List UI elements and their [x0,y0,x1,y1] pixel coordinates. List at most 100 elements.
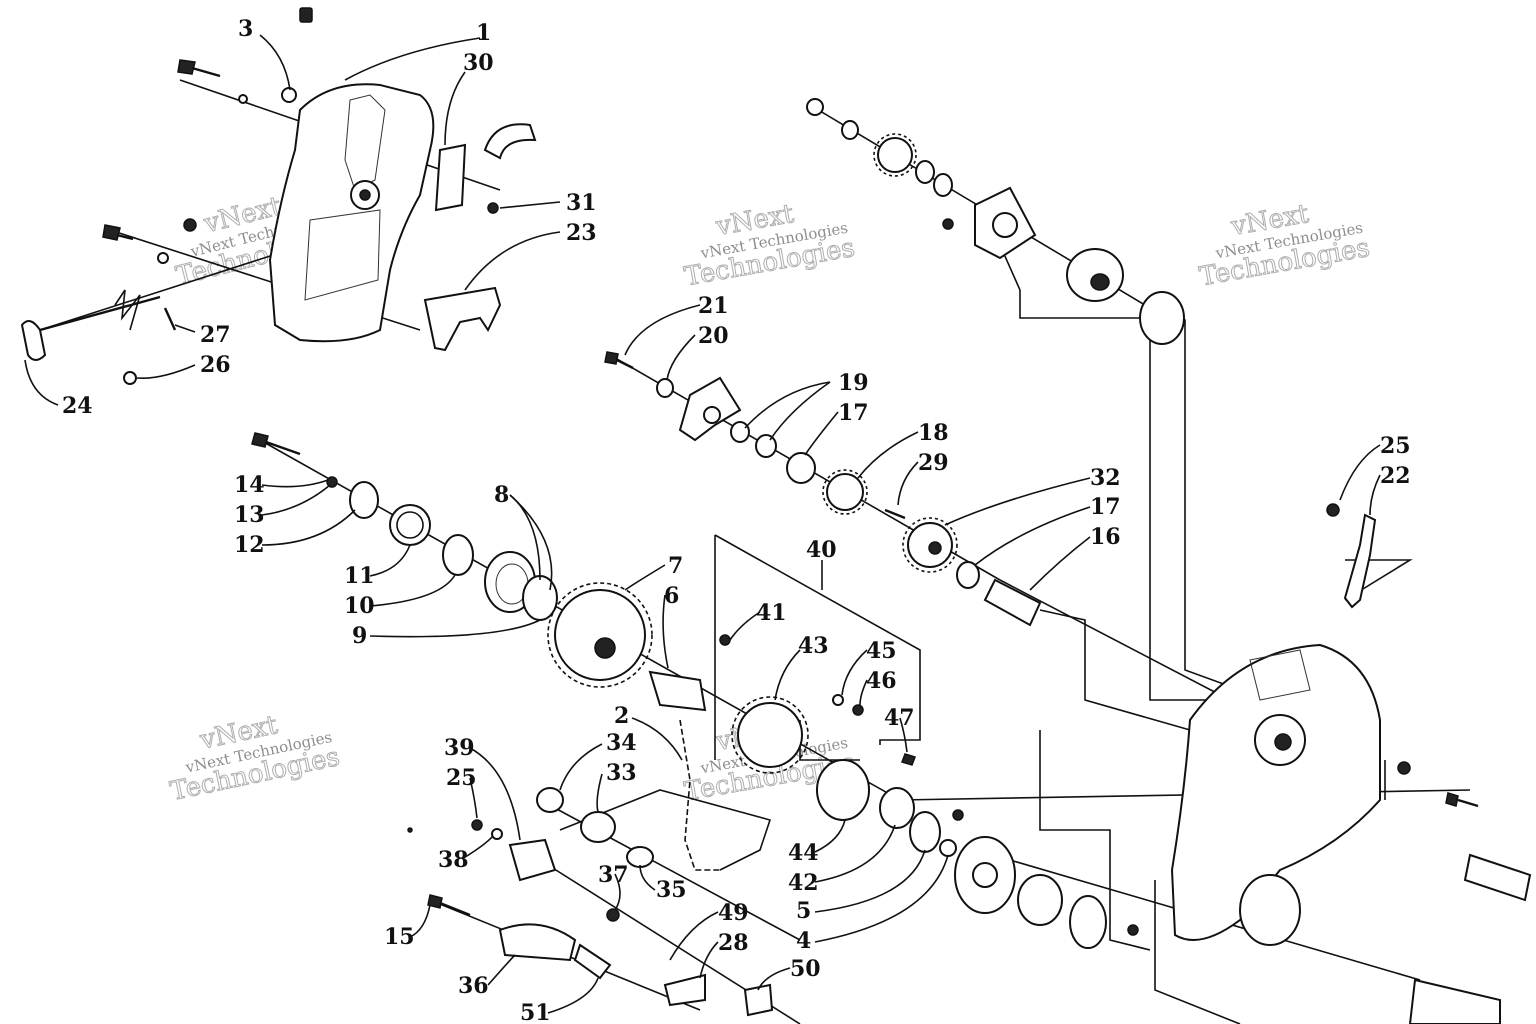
leader-17b [974,506,1091,566]
block-36 [498,923,577,962]
callout-46: 46 [866,668,897,694]
leader-lines [24,34,1381,1014]
flange-hole [992,212,1018,238]
screw-46 [852,704,864,716]
bearing-bore [1090,273,1110,291]
bearing-42 [879,787,915,829]
nut-41 [719,634,731,646]
bolt-15-shank [439,901,471,917]
top-nut [806,98,824,116]
flange-lower-nut [952,809,964,821]
chaincase-bore [1274,733,1292,751]
callout-30: 30 [463,50,494,76]
chain-bracket [559,789,772,871]
callout-41: 41 [756,600,787,626]
callout-36: 36 [458,973,489,999]
gear-43 [737,702,803,768]
callout-27: 27 [200,322,231,348]
callout-1: 1 [476,20,491,46]
leader-13 [261,484,331,516]
bolt-14-shank [265,440,301,456]
leader-28 [699,941,719,979]
cover-slot [344,94,386,191]
plate-44 [816,759,870,821]
gear-18 [826,473,864,511]
output-shaft [1463,853,1532,902]
snap-ring-lower [1069,895,1107,949]
chaincase-cover [268,83,435,343]
leader-19b [769,381,831,441]
callout-39: 39 [444,735,475,761]
bolt-21-shank [616,358,634,370]
roller-33 [580,811,616,843]
callout-49: 49 [718,900,749,926]
ring-10 [442,534,474,576]
lower-shaft [1408,978,1501,1024]
curved-tube [483,123,537,160]
sprocket-teeth [873,133,917,177]
lever-rod [39,295,161,332]
nut-31 [487,202,499,214]
washer-20 [656,378,674,398]
leader-7 [624,564,666,591]
callout-29: 29 [918,450,949,476]
leader-1 [344,37,481,81]
group-bracket-40 [714,534,921,745]
top-washer [841,120,859,140]
snap-ring-top [1139,291,1185,345]
leader-27 [174,324,196,333]
cap-12 [349,481,379,519]
leader-38 [461,835,494,860]
callout-35: 35 [656,877,687,903]
callout-15: 15 [384,924,415,950]
lever-24 [20,320,47,361]
leader-30 [444,71,466,146]
leader-18 [857,431,919,479]
callout-38: 38 [438,847,469,873]
spring-11-inner [396,511,424,539]
callout-4: 4 [796,928,811,954]
leader-25a [469,777,478,819]
leader-45 [841,649,868,696]
leader-5 [814,849,926,913]
leader-3 [259,34,291,91]
leader-8b [509,494,553,591]
flange-nut [942,218,954,230]
nut [183,218,197,232]
bearing-lower [1017,874,1063,926]
chaincase-main [1170,643,1381,941]
callout-19: 19 [838,370,869,396]
sprocket-32-teeth [902,517,958,573]
screw-47 [901,753,916,766]
bolt-15 [427,894,443,909]
leader-34 [559,743,603,791]
cover-boss-hole [359,189,371,201]
bolt-14 [251,432,269,448]
clip-50 [743,983,774,1017]
callout-40: 40 [806,537,837,563]
callout-51: 51 [520,1000,551,1024]
washer [157,252,169,264]
callout-33: 33 [606,760,637,786]
callout-17b: 17 [1090,494,1121,520]
callout-9: 9 [352,623,367,649]
callout-5: 5 [796,898,811,924]
gear-43-teeth [731,696,809,774]
spring-27 [163,307,177,331]
axis-line [539,799,801,941]
callout-8: 8 [494,482,509,508]
watermark-top-right: vNext vNext Technologies Technologies [1197,198,1373,292]
leader-17a [804,411,839,456]
leader-23 [464,231,561,291]
right-bolt [1445,792,1459,807]
washer-3 [281,87,297,103]
leader-6 [662,594,669,669]
sprocket-body [877,137,913,173]
leader-41 [729,611,761,641]
bolt-shank [191,66,221,78]
washer-19 [755,434,777,458]
leader-4 [814,854,949,943]
callout-16: 16 [1090,524,1121,550]
callout-25a: 25 [446,765,477,791]
gear-18-teeth [822,469,868,515]
